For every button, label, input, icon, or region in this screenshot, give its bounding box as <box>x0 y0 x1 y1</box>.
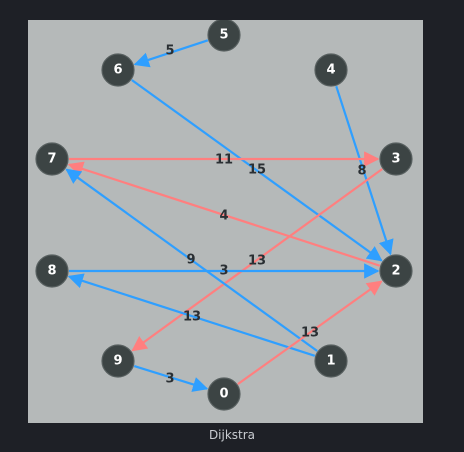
node-label-0: 0 <box>219 387 228 402</box>
graph-node-8: 8 <box>35 254 69 288</box>
edge-1-to-8 <box>67 273 316 357</box>
node-label-8: 8 <box>47 264 56 279</box>
node-label-5: 5 <box>219 28 228 43</box>
graph-node-0: 0 <box>207 377 241 411</box>
node-circle-8 <box>35 254 69 288</box>
node-circle-3 <box>379 142 413 176</box>
node-circle-1 <box>314 344 348 378</box>
node-circle-9 <box>101 344 135 378</box>
edge-weight-2-to-7: 4 <box>219 209 228 224</box>
edge-weight-8-to-2: 3 <box>219 264 228 279</box>
graph-caption: Dijkstra <box>208 428 256 442</box>
graph-node-1: 1 <box>314 344 348 378</box>
nodes-layer: 0 1 2 3 4 5 6 7 8 9 <box>35 20 413 411</box>
edge-2-to-7-highlighted <box>67 161 381 267</box>
node-circle-0 <box>207 377 241 411</box>
edge-weight-6-to-2: 15 <box>248 163 266 178</box>
graph-node-3: 3 <box>379 142 413 176</box>
graph-node-6: 6 <box>101 53 135 87</box>
node-circle-7 <box>35 142 69 176</box>
edge-weight-5-to-6: 5 <box>165 44 174 59</box>
edge-weight-1-to-7: 9 <box>186 253 195 268</box>
edge-weight-3-to-9: 13 <box>248 254 266 269</box>
graph-node-4: 4 <box>314 53 348 87</box>
graph-node-7: 7 <box>35 142 69 176</box>
node-label-6: 6 <box>113 63 122 78</box>
node-label-9: 9 <box>113 354 122 369</box>
node-label-3: 3 <box>391 152 400 167</box>
graph-node-5: 5 <box>207 20 241 52</box>
graph-node-9: 9 <box>101 344 135 378</box>
node-circle-4 <box>314 53 348 87</box>
graph-canvas: 5 15 8 11 4 13 9 3 13 13 3 0 1 2 3 4 5 6 7 8 9 <box>28 20 423 423</box>
node-circle-6 <box>101 53 135 87</box>
edge-0-to-2-highlighted <box>237 280 383 386</box>
edge-labels-layer: 5 15 8 11 4 13 9 3 13 13 3 <box>165 44 366 387</box>
graph-node-2: 2 <box>379 254 413 288</box>
edge-weight-1-to-8: 13 <box>183 310 201 325</box>
edge-4-to-2 <box>335 85 394 256</box>
edge-3-to-9-highlighted <box>131 168 383 352</box>
edges-layer <box>65 39 394 392</box>
edge-weight-0-to-2: 13 <box>301 326 319 341</box>
edge-weight-4-to-2: 8 <box>357 164 366 179</box>
node-label-7: 7 <box>47 152 56 167</box>
edge-5-to-6 <box>133 39 209 68</box>
node-label-4: 4 <box>326 63 335 78</box>
edge-9-to-0 <box>133 365 209 392</box>
node-label-1: 1 <box>326 354 335 369</box>
edge-weight-7-to-3: 11 <box>215 153 233 168</box>
node-circle-2 <box>379 254 413 288</box>
node-circle-5 <box>207 20 241 52</box>
edge-6-to-2 <box>131 79 383 262</box>
graph-svg: 5 15 8 11 4 13 9 3 13 13 3 0 1 2 3 4 5 6 7 8 9 <box>35 20 413 411</box>
edge-weight-9-to-0: 3 <box>165 372 174 387</box>
node-label-2: 2 <box>391 264 400 279</box>
edge-1-to-7 <box>65 168 318 352</box>
